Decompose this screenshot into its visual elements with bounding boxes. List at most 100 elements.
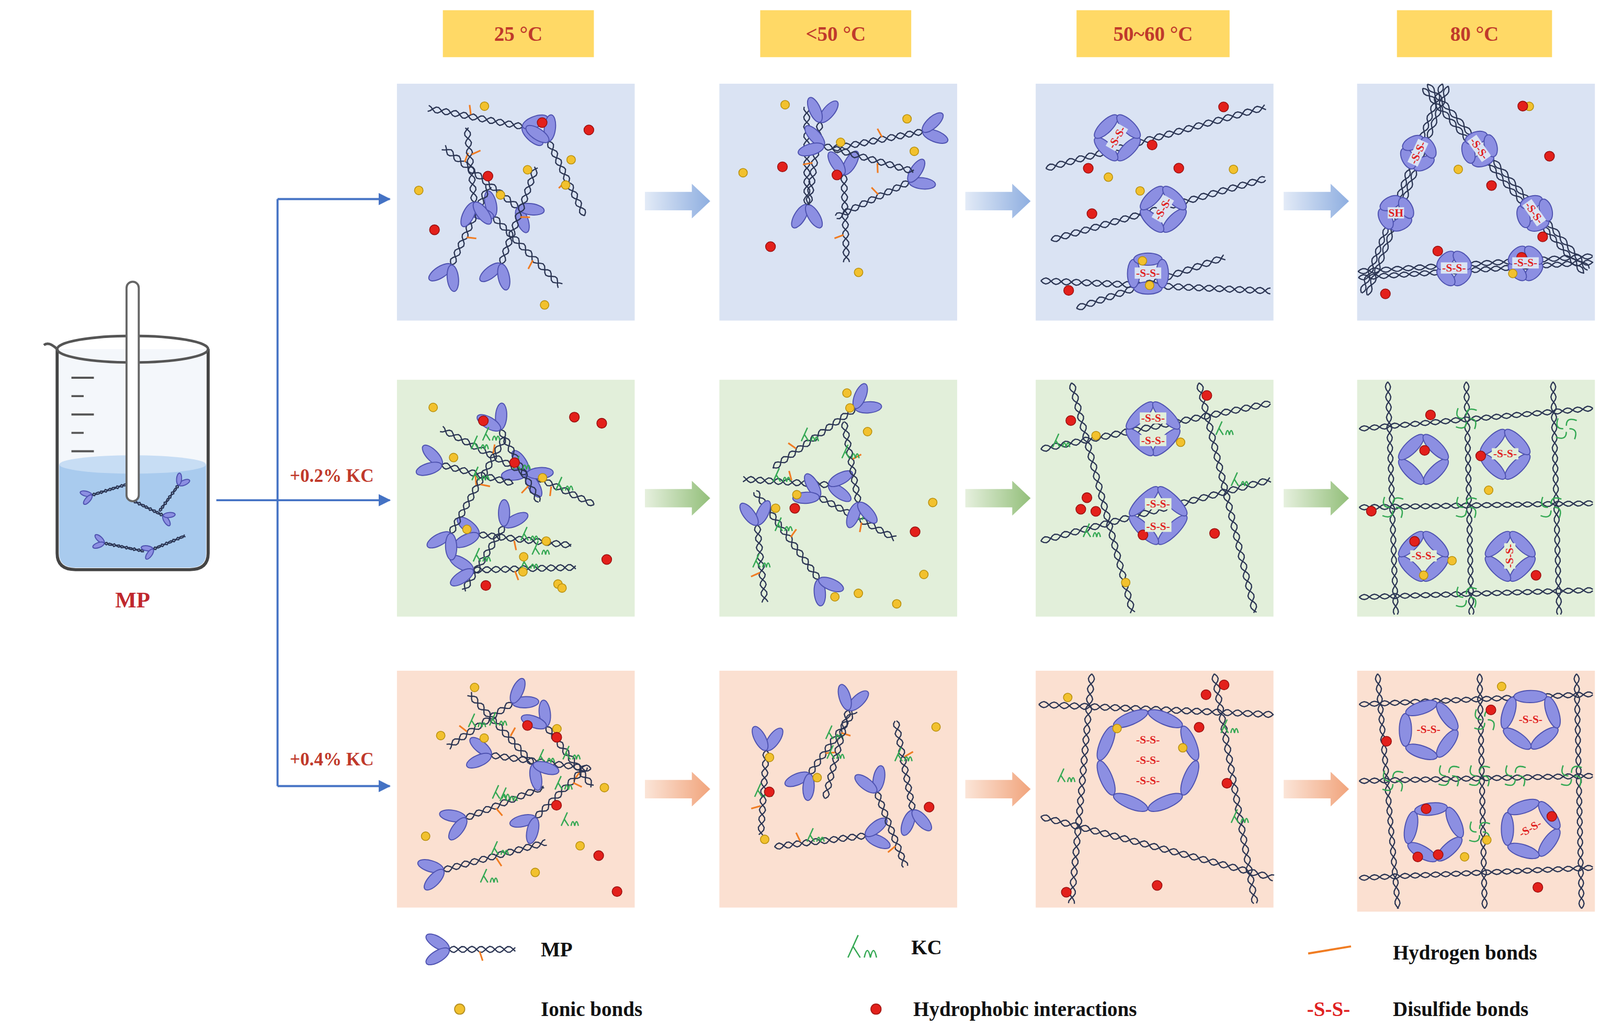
hydrophobic-interaction	[1086, 208, 1097, 219]
label-slot: -S-S-	[1522, 199, 1547, 228]
protein-helix	[1376, 673, 1400, 909]
protein-helix	[1359, 691, 1594, 707]
ionic-bond	[428, 403, 438, 412]
ionic-bond	[566, 155, 576, 164]
protein-helix	[1069, 673, 1095, 904]
myosin-head	[826, 467, 856, 491]
ionic-bond	[836, 138, 845, 147]
myosin-head	[531, 758, 561, 778]
hydrophobic-interaction	[1366, 506, 1377, 517]
carrageenan-coil	[1469, 507, 1476, 518]
label-slot: +0.2% KC	[288, 466, 375, 485]
carrageenan-chain	[1052, 433, 1071, 448]
myosin-head	[1176, 758, 1203, 798]
protein-helix	[832, 131, 923, 150]
myosin-head	[1505, 840, 1541, 862]
bond-label: -S-S-	[1523, 200, 1547, 226]
label-slot: -S-S-	[1516, 817, 1545, 841]
legend-swatch	[869, 1002, 881, 1014]
myosin-head	[736, 500, 762, 528]
legend-swatch	[453, 1002, 465, 1014]
label-slot: -S-S-	[1145, 498, 1172, 510]
carrageenan-chain	[491, 841, 509, 855]
hydrogen-bond	[495, 808, 503, 816]
graduation-mark	[71, 394, 84, 397]
hydrophobic-interaction	[593, 850, 604, 861]
carrageenan-coil	[1479, 822, 1491, 829]
protein-helix	[1040, 278, 1271, 294]
label-slot: -S-S-	[1135, 734, 1161, 746]
graduation-mark	[71, 413, 95, 416]
carrageenan-coil	[1456, 599, 1467, 607]
carrageenan-coil	[1456, 421, 1467, 428]
protein-helix	[153, 534, 185, 550]
carrageenan-coil	[1396, 780, 1403, 792]
panel	[396, 83, 635, 321]
block-arrow	[644, 183, 711, 219]
hydrophobic-interaction	[765, 241, 776, 252]
label-slot: -S-S-	[1415, 723, 1442, 735]
hydrophobic-interaction	[1194, 722, 1205, 733]
protein-helix	[876, 791, 909, 866]
block-arrow	[644, 771, 711, 807]
hydrophobic-interaction	[1485, 705, 1496, 716]
carrageenan-chain	[473, 547, 491, 562]
carrageenan-chain	[752, 553, 770, 568]
protein-helix	[1213, 673, 1258, 904]
legend-text: Disulfide bonds	[1392, 996, 1529, 1020]
label-slot: -S-S-	[1140, 412, 1166, 424]
hydrophobic-interaction	[596, 418, 607, 429]
carrageenan-coil	[1541, 496, 1548, 508]
carrageenan-coil	[1466, 587, 1477, 594]
bond-label: -S-S-	[1513, 257, 1538, 269]
hydrogen-bond	[528, 260, 533, 269]
block-arrow	[644, 480, 711, 516]
carrageenan-chain	[489, 711, 507, 726]
carrageenan-coil	[1469, 778, 1480, 786]
carrageenan-chain	[847, 934, 877, 958]
ionic-bond	[1229, 165, 1238, 174]
stirring-rod	[126, 281, 139, 502]
hydrophobic-interaction	[1486, 180, 1497, 191]
ionic-bond	[854, 588, 863, 598]
block-arrow	[965, 480, 1031, 516]
carrageenan-chain	[775, 517, 793, 531]
panel	[1035, 670, 1274, 908]
ionic-bond	[1138, 256, 1147, 265]
protein-helix	[441, 149, 519, 208]
bond-label: -S-S-	[1146, 498, 1171, 510]
hydrophobic-interaction	[1065, 415, 1076, 426]
ionic-bond	[1112, 723, 1121, 733]
ionic-bond	[557, 583, 566, 593]
panel	[396, 670, 635, 908]
label-slot: -S-S-	[1467, 135, 1492, 164]
protein-helix	[1550, 381, 1562, 615]
protein-helix	[501, 166, 538, 265]
carrageenan-chain	[520, 526, 539, 541]
myosin-head	[474, 411, 504, 435]
carrageenan-coil	[1557, 418, 1564, 429]
carrageenan-chain	[1057, 768, 1075, 782]
hydrophobic-interaction	[832, 169, 843, 180]
myosin-head	[523, 121, 552, 146]
carrageenan-coil	[1382, 784, 1393, 791]
ionic-bond	[540, 300, 549, 310]
bond-label: -S-S-	[1307, 997, 1350, 1019]
myosin-head	[749, 723, 772, 753]
ionic-bond	[928, 497, 937, 507]
protein-helix	[1477, 673, 1488, 909]
carrageenan-coil	[1469, 834, 1480, 842]
hydrophobic-interaction	[789, 503, 800, 514]
label-slot: SH	[1387, 207, 1405, 219]
panel	[719, 670, 958, 908]
hydrogen-bond	[876, 163, 879, 174]
hydrophobic-interaction	[509, 457, 520, 468]
carrageenan-chain	[562, 745, 581, 760]
myosin-head	[1419, 430, 1452, 463]
protein-helix	[535, 767, 588, 818]
ionic-bond	[780, 100, 790, 109]
ionic-bond	[771, 503, 780, 513]
protein-helix	[547, 141, 585, 216]
block-arrow	[965, 771, 1031, 807]
ionic-bond	[842, 388, 851, 397]
